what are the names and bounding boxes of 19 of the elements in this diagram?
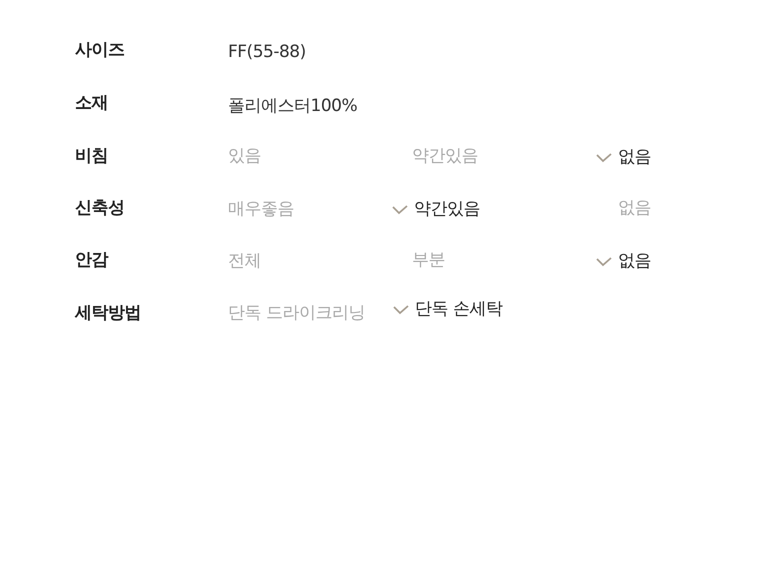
unselected-option: 약간있음 xyxy=(412,145,478,167)
unselected-option: 없음 xyxy=(618,197,651,219)
unselected-option: 있음 xyxy=(228,145,261,167)
row-header: 소재 xyxy=(75,92,108,114)
row-header: 세탁방법 xyxy=(75,302,141,324)
spec-value: 폴리에스터100% xyxy=(228,95,358,117)
row-header: 사이즈 xyxy=(75,39,124,61)
row-header: 비침 xyxy=(75,145,108,167)
selected-option: 단독 손세탁 xyxy=(415,298,502,320)
unselected-option: 전체 xyxy=(228,250,261,272)
unselected-option: 매우좋음 xyxy=(228,198,294,220)
selected-option: 약간있음 xyxy=(414,198,480,220)
unselected-option: 단독 드라이크리닝 xyxy=(228,302,365,324)
selected-option: 없음 xyxy=(618,250,651,272)
row-header: 신축성 xyxy=(75,197,124,219)
row-header: 안감 xyxy=(75,249,108,271)
selected-option: 없음 xyxy=(618,146,651,168)
unselected-option: 부분 xyxy=(412,249,445,271)
spec-value: FF(55-88) xyxy=(228,41,306,63)
